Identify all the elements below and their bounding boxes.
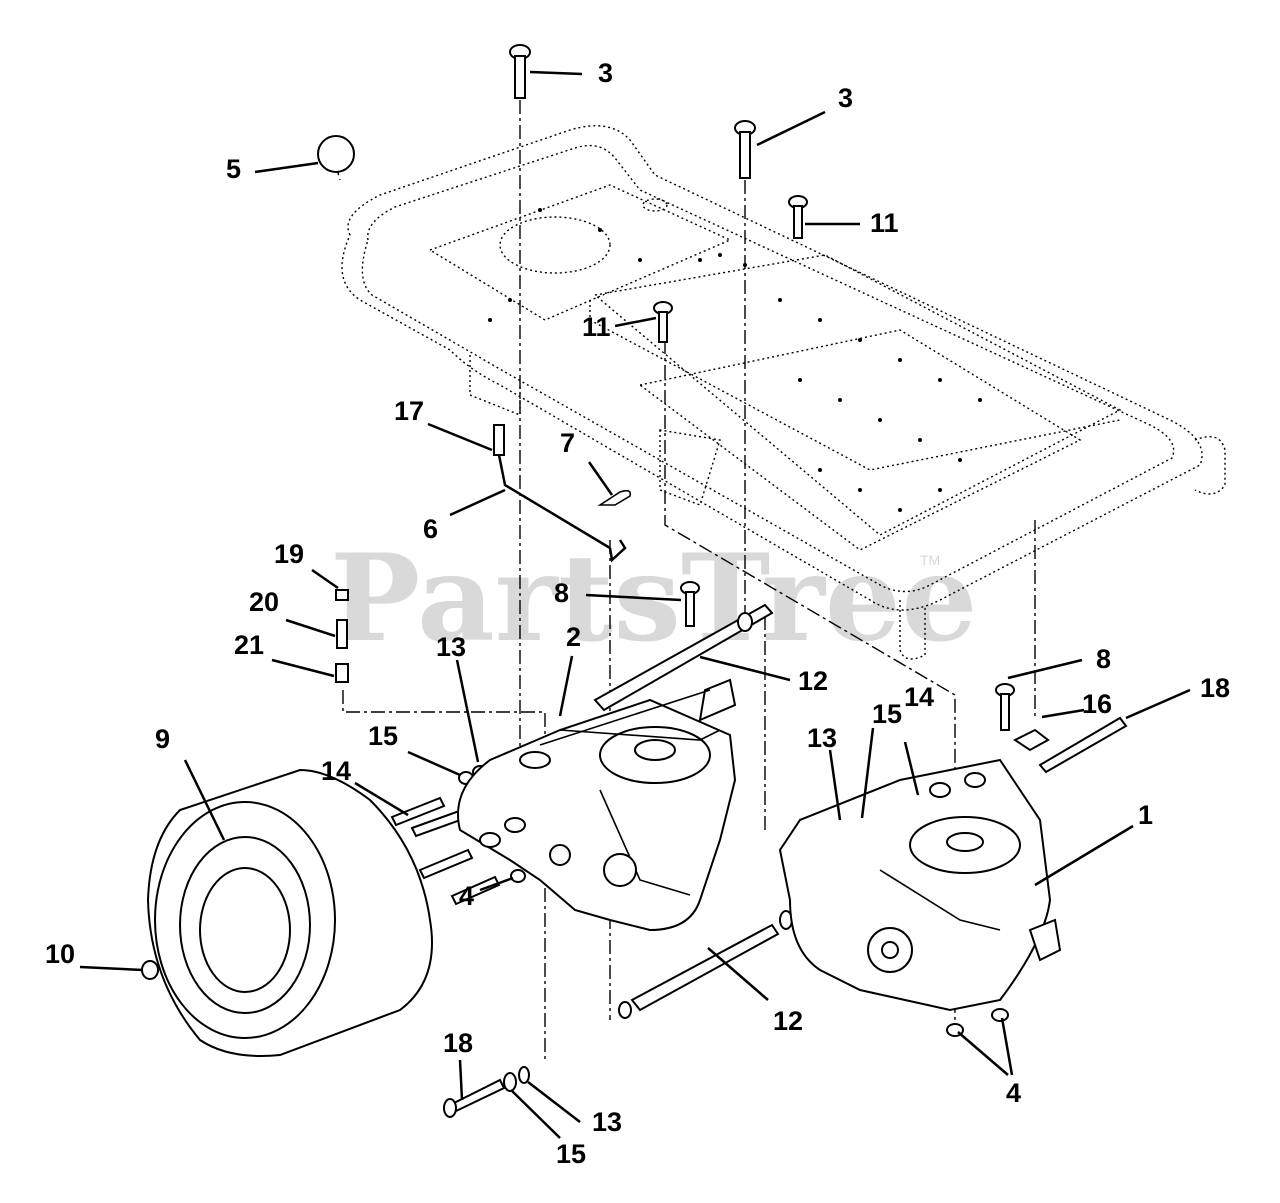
wheel-9 <box>141 768 433 1057</box>
callout-11b: 11 <box>582 312 611 342</box>
knob-5 <box>317 135 355 173</box>
transaxle-left <box>457 689 737 932</box>
bolt-11a <box>788 195 808 239</box>
callout-4a: 4 <box>459 881 474 911</box>
callout-14b: 14 <box>904 682 934 712</box>
callout-15b: 15 <box>872 699 902 729</box>
callout-12a: 12 <box>798 666 828 696</box>
shaft-12-upper <box>593 603 774 712</box>
callout-5: 5 <box>226 154 241 184</box>
callout-7: 7 <box>560 428 575 458</box>
callout-17: 17 <box>394 396 424 426</box>
callout-1: 1 <box>1138 800 1153 830</box>
callout-18b: 18 <box>443 1028 473 1058</box>
bolt-8b <box>995 683 1015 731</box>
bolt-11b <box>653 301 673 343</box>
callout-21: 21 <box>234 630 264 660</box>
fitting-stack <box>335 589 349 683</box>
watermark-tm: TM <box>920 552 940 568</box>
callout-13b: 13 <box>807 723 837 753</box>
callout-10: 10 <box>45 939 75 969</box>
callout-8b: 8 <box>1096 644 1111 674</box>
callout-11a: 11 <box>870 208 899 238</box>
callout-13c: 13 <box>592 1107 622 1137</box>
bolt-18b <box>443 1066 530 1118</box>
callout-20: 20 <box>249 587 279 617</box>
callout-19: 19 <box>274 539 304 569</box>
transaxle-right <box>778 758 1062 1037</box>
callout-8a: 8 <box>554 578 569 608</box>
callout-numbers: 3 3 5 11 11 17 7 6 19 20 21 8 2 12 13 15… <box>45 58 1230 1169</box>
callout-2: 2 <box>566 622 581 652</box>
callout-15a: 15 <box>368 721 398 751</box>
callout-13a: 13 <box>436 632 466 662</box>
control-rod-6 <box>493 424 627 563</box>
callout-3a: 3 <box>598 58 613 88</box>
bolt-8a <box>680 581 700 627</box>
callout-12b: 12 <box>773 1006 803 1036</box>
leader-lines <box>79 70 1191 1139</box>
callout-3b: 3 <box>838 83 853 113</box>
bolt-18a <box>1038 716 1128 774</box>
callout-9: 9 <box>155 724 170 754</box>
callout-18a: 18 <box>1200 673 1230 703</box>
callout-6: 6 <box>423 514 438 544</box>
callout-4b: 4 <box>1006 1078 1021 1108</box>
clip-7 <box>597 489 632 506</box>
shaft-12-lower <box>618 910 793 1019</box>
callout-15c: 15 <box>556 1139 586 1169</box>
bolt-3a <box>509 44 531 99</box>
nut-4-left <box>510 869 526 883</box>
bolt-3b <box>734 120 756 179</box>
frame-holes <box>488 208 982 512</box>
callout-14a: 14 <box>321 756 351 786</box>
callout-16: 16 <box>1082 689 1112 719</box>
